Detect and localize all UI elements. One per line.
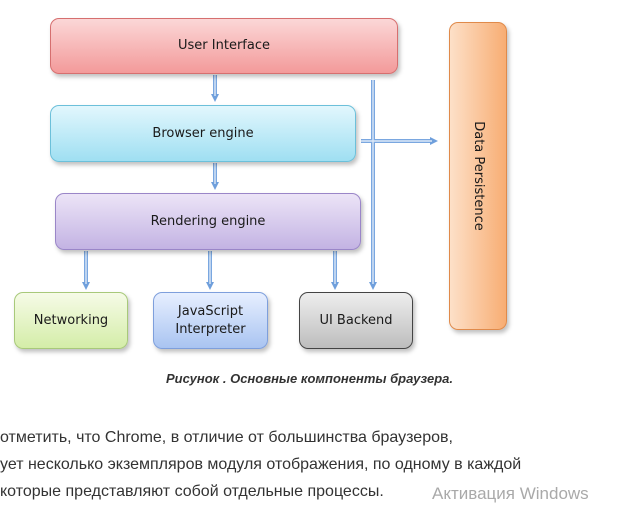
javascript-interpreter-box: JavaScript Interpreter xyxy=(153,292,268,349)
paragraph-line: ует несколько экземпляров модуля отображ… xyxy=(0,456,522,473)
javascript-interpreter-label: JavaScript Interpreter xyxy=(175,303,246,337)
body-paragraph: отметить, что Chrome, в отличие от больш… xyxy=(0,424,619,505)
rendering-engine-box: Rendering engine xyxy=(55,193,361,250)
user-interface-label: User Interface xyxy=(178,38,270,53)
paragraph-line: которые представляют собой отдельные про… xyxy=(0,483,384,500)
windows-activation-watermark: Активация Windows xyxy=(432,484,589,503)
browser-engine-box: Browser engine xyxy=(50,105,356,162)
networking-label: Networking xyxy=(33,312,109,328)
browser-engine-label: Browser engine xyxy=(152,125,254,141)
data-persistence-label: Data Persistence xyxy=(471,121,486,231)
networking-box: Networking xyxy=(14,292,128,349)
user-interface-box: User Interface xyxy=(50,18,398,74)
ui-backend-box: UI Backend xyxy=(299,292,413,349)
data-persistence-box: Data Persistence xyxy=(449,22,507,330)
browser-architecture-diagram: User Interface Browser engine Rendering … xyxy=(14,18,507,349)
paragraph-line: отметить, что Chrome, в отличие от больш… xyxy=(0,429,453,446)
arrows-layer xyxy=(82,75,438,290)
rendering-engine-label: Rendering engine xyxy=(150,213,266,229)
figure-caption: Рисунок . Основные компоненты браузера. xyxy=(165,371,454,386)
ui-backend-label: UI Backend xyxy=(319,312,393,328)
